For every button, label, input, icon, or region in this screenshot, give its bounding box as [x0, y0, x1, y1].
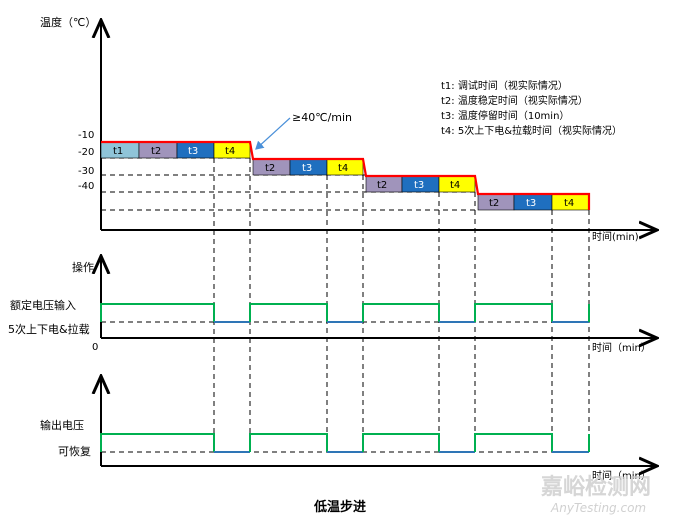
segment-t3-label: t3: [414, 180, 424, 191]
segment-t3-label: t3: [302, 163, 312, 174]
op-level-low-label: 5次上下电&拉载: [8, 322, 90, 336]
segment-t2-label: t2: [265, 163, 275, 174]
out-level-high-label: 输出电压: [40, 418, 84, 432]
out-signal-high: [249, 433, 328, 452]
op-signal-high: [362, 303, 440, 322]
tick-label-minus40: -40: [78, 181, 94, 192]
ramp-rate-arrow: [255, 117, 291, 150]
out-signal-high: [362, 433, 440, 452]
op-y-axis-label: 操作: [72, 260, 94, 274]
op-level-high-label: 额定电压输入: [10, 298, 76, 312]
out-signal-high: [100, 433, 215, 452]
segment-t3-label: t3: [526, 198, 536, 209]
output-panel: 输出电压 可恢复 时间（min）: [40, 378, 655, 482]
out-signal-high: [474, 433, 553, 452]
watermark: 嘉峪检测网 AnyTesting.com: [541, 474, 651, 515]
op-origin-label: 0: [92, 342, 98, 353]
op-x-axis-label: 时间（min）: [592, 341, 651, 354]
segment-legend: t1: 调试时间（视实际情况） t2: 温度稳定时间（视实际情况） t3: 温度…: [441, 79, 622, 137]
legend-t2: t2: 温度稳定时间（视实际情况）: [441, 94, 588, 107]
segment-t2-label: t2: [489, 198, 499, 209]
segment-t2-label: t2: [151, 146, 161, 157]
segment-t4-label: t4: [338, 163, 348, 174]
tick-label-minus30: -30: [78, 166, 94, 177]
segment-t2-label: t2: [377, 180, 387, 191]
legend-t4: t4: 5次上下电&拉载时间（视实际情况）: [441, 124, 622, 137]
op-signal-high: [100, 303, 215, 322]
figure-caption: 低温步进: [313, 499, 366, 515]
watermark-line2: AnyTesting.com: [550, 501, 646, 515]
op-signal-high: [249, 303, 328, 322]
temperature-profile-line: [101, 140, 591, 210]
out-level-low-label: 可恢复: [58, 444, 91, 458]
segment-t3-label: t3: [188, 146, 198, 157]
watermark-line1: 嘉峪检测网: [541, 474, 651, 500]
legend-t3: t3: 温度停留时间（10min）: [441, 109, 569, 122]
ramp-rate-label: ≥40℃/min: [292, 111, 352, 124]
operation-panel: 操作 额定电压输入 5次上下电&拉载 0 时间（min）: [8, 258, 655, 354]
tick-label-minus20: -20: [78, 147, 94, 158]
temperature-panel: 温度（℃） 时间(min) -10 -20 -30 -40 t1 t2 t3 t…: [40, 15, 655, 243]
op-signal-high: [474, 303, 553, 322]
tick-label-minus10: -10: [78, 130, 94, 141]
legend-t1: t1: 调试时间（视实际情况）: [441, 79, 568, 92]
temp-y-axis-label: 温度（℃）: [40, 15, 96, 29]
segment-t4-label: t4: [450, 180, 460, 191]
segment-t4-label: t4: [564, 198, 574, 209]
segment-t1-label: t1: [113, 146, 123, 157]
temp-x-axis-label: 时间(min): [592, 230, 639, 243]
segment-t4-label: t4: [225, 146, 235, 157]
out-x-axis-label: 时间（min）: [592, 469, 651, 482]
